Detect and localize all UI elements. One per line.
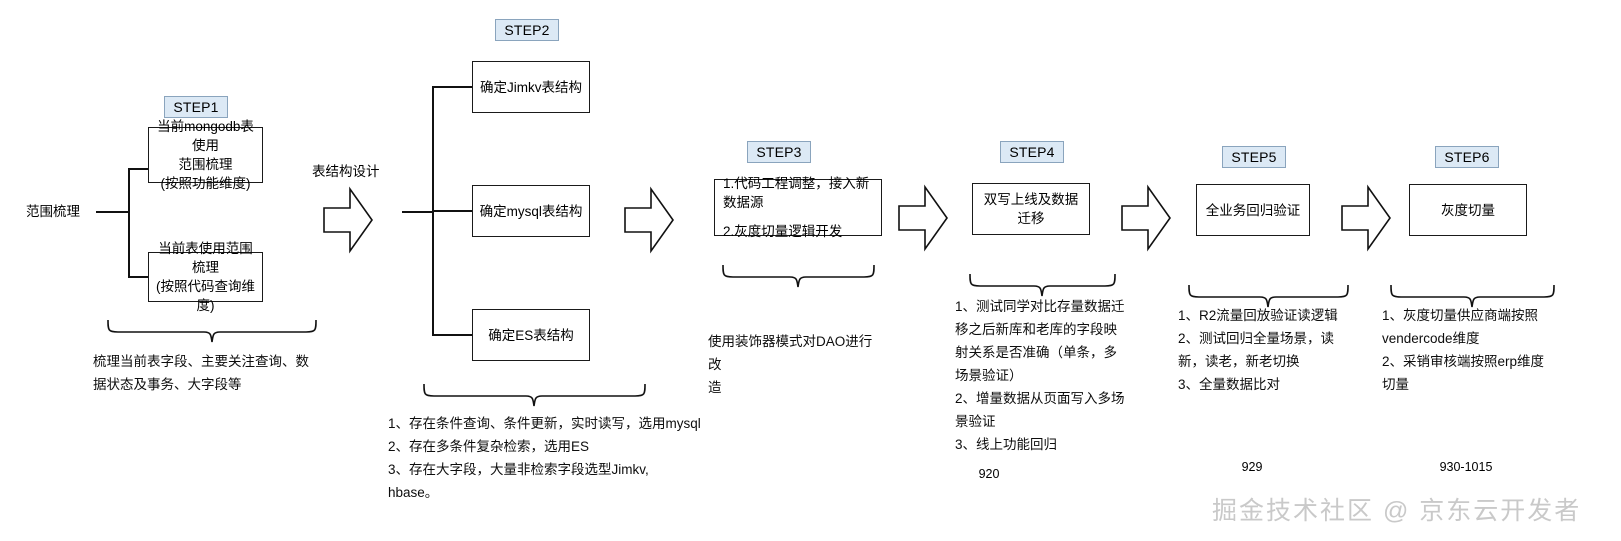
note-step5: 1、R2流量回放验证读逻辑 2、测试回归全量场景，读 新，读老，新老切换 3、全…	[1178, 304, 1353, 396]
process-box-step3: 1.代码工程调整，接入新数据源 2.灰度切量逻辑开发	[714, 176, 882, 239]
note-line: 3、存在大字段，大量非检索字段选型Jimkv,	[388, 462, 649, 477]
watermark: 掘金技术社区 @ 京东云开发者	[1212, 497, 1582, 525]
root-label-scope: 范围梳理	[26, 204, 80, 219]
arrow-step2-to-step3-icon	[624, 186, 674, 254]
note-line: 造	[708, 380, 722, 395]
note-line: hbase。	[388, 485, 439, 500]
brace-step4	[969, 273, 1116, 297]
box-line: 当前表使用范围梳理	[158, 241, 253, 275]
note-line: 3、线上功能回归	[955, 437, 1058, 452]
step-badge-6: STEP6	[1435, 146, 1499, 168]
note-line: 2、采销审核端按照erp维度	[1382, 354, 1545, 369]
note-line: 2、存在多条件复杂检索，选用ES	[388, 439, 590, 454]
date-number-step5: 929	[1241, 460, 1263, 474]
step-badge-1: STEP1	[164, 96, 228, 118]
brace-step6	[1390, 284, 1555, 308]
box-line: 灰度切量	[1441, 202, 1495, 218]
process-box-step2-c: 确定ES表结构	[472, 309, 590, 361]
brace-step3	[722, 264, 875, 288]
note-line: 新，读老，新老切换	[1178, 354, 1300, 369]
label-table-design: 表结构设计	[312, 164, 380, 179]
arrow-step5-to-step6-icon	[1341, 184, 1391, 252]
connector-step2-stem	[402, 211, 434, 213]
note-line: 移之后新库和老库的字段映	[955, 322, 1117, 337]
process-box-step1-a: 当前mongodb表使用 范围梳理 (按照功能维度)	[148, 119, 263, 191]
note-line: 1、测试同学对比存量数据迁	[955, 299, 1125, 314]
box-line: 确定ES表结构	[488, 327, 574, 343]
box-line: 确定mysql表结构	[479, 203, 583, 219]
process-box-step2-b: 确定mysql表结构	[472, 185, 590, 237]
note-line: 1、存在条件查询、条件更新，实时读写，选用mysql	[388, 416, 701, 431]
connector-step2-branch-bottom	[432, 334, 472, 336]
connector-root-vertical	[128, 168, 130, 278]
step-badge-3: STEP3	[747, 141, 811, 163]
step-badge-5: STEP5	[1222, 146, 1286, 168]
box-line: (按照功能维度)	[160, 176, 251, 191]
brace-step1	[107, 319, 317, 343]
note-line: 切量	[1382, 377, 1409, 392]
note-line: 2、增量数据从页面写入多场	[955, 391, 1125, 406]
note-line: 3、全量数据比对	[1178, 377, 1281, 392]
connector-branch-bottom	[128, 276, 150, 278]
note-line: 2、测试回归全量场景，读	[1178, 331, 1335, 346]
process-box-step1-b: 当前表使用范围梳理 (按照代码查询维度)	[148, 241, 263, 313]
process-box-step5: 全业务回归验证	[1196, 184, 1310, 236]
connector-root-stem	[96, 211, 130, 213]
note-line: 射关系是否准确（单条，多	[955, 345, 1117, 360]
note-step3: 使用装饰器模式对DAO进行改 造	[708, 330, 883, 399]
box-line: 确定Jimkv表结构	[480, 79, 582, 95]
brace-step5	[1188, 284, 1349, 308]
arrow-step1-to-step2-icon	[323, 186, 373, 254]
step-badge-2: STEP2	[495, 19, 559, 41]
note-line: 场景验证）	[955, 368, 1023, 383]
box-line: (按照代码查询维度)	[156, 279, 255, 313]
note-line: 1、R2流量回放验证读逻辑	[1178, 308, 1338, 323]
arrow-step3-to-step4-icon	[898, 184, 948, 252]
date-number-step4: 920	[978, 467, 1000, 481]
note-step4: 1、测试同学对比存量数据迁 移之后新库和老库的字段映 射关系是否准确（单条，多 …	[955, 295, 1130, 456]
box-line: 当前mongodb表使用	[157, 119, 254, 153]
box-line: 双写上线及数据迁移	[983, 192, 1079, 226]
box-line: 全业务回归验证	[1205, 202, 1301, 218]
arrow-step4-to-step5-icon	[1121, 184, 1171, 252]
note-line: 景验证	[955, 414, 996, 429]
process-box-step4: 双写上线及数据迁移	[972, 183, 1090, 235]
connector-step2-branch-mid	[432, 210, 472, 212]
note-line: 使用装饰器模式对DAO进行改	[708, 334, 873, 372]
note-line: 1、灰度切量供应商端按照	[1382, 308, 1539, 323]
box-line: 1.代码工程调整，接入新数据源	[723, 176, 870, 210]
note-step2: 1、存在条件查询、条件更新，实时读写，选用mysql 2、存在多条件复杂检索，选…	[388, 412, 718, 504]
box-line: 2.灰度切量逻辑开发	[723, 224, 843, 239]
step-badge-4: STEP4	[1000, 141, 1064, 163]
connector-step2-branch-top	[432, 86, 472, 88]
note-line: 据状态及事务、大字段等	[93, 377, 242, 392]
note-line: 梳理当前表字段、主要关注查询、数	[93, 354, 309, 369]
note-step6: 1、灰度切量供应商端按照 vendercode维度 2、采销审核端按照erp维度…	[1382, 304, 1562, 396]
note-line: vendercode维度	[1382, 331, 1480, 346]
brace-step2	[423, 383, 646, 407]
note-step1: 梳理当前表字段、主要关注查询、数 据状态及事务、大字段等	[93, 350, 343, 396]
box-line: 范围梳理	[178, 157, 233, 172]
date-number-step6: 930-1015	[1439, 460, 1493, 474]
process-box-step2-a: 确定Jimkv表结构	[472, 61, 590, 113]
connector-branch-top	[128, 168, 150, 170]
process-box-step6: 灰度切量	[1409, 184, 1527, 236]
